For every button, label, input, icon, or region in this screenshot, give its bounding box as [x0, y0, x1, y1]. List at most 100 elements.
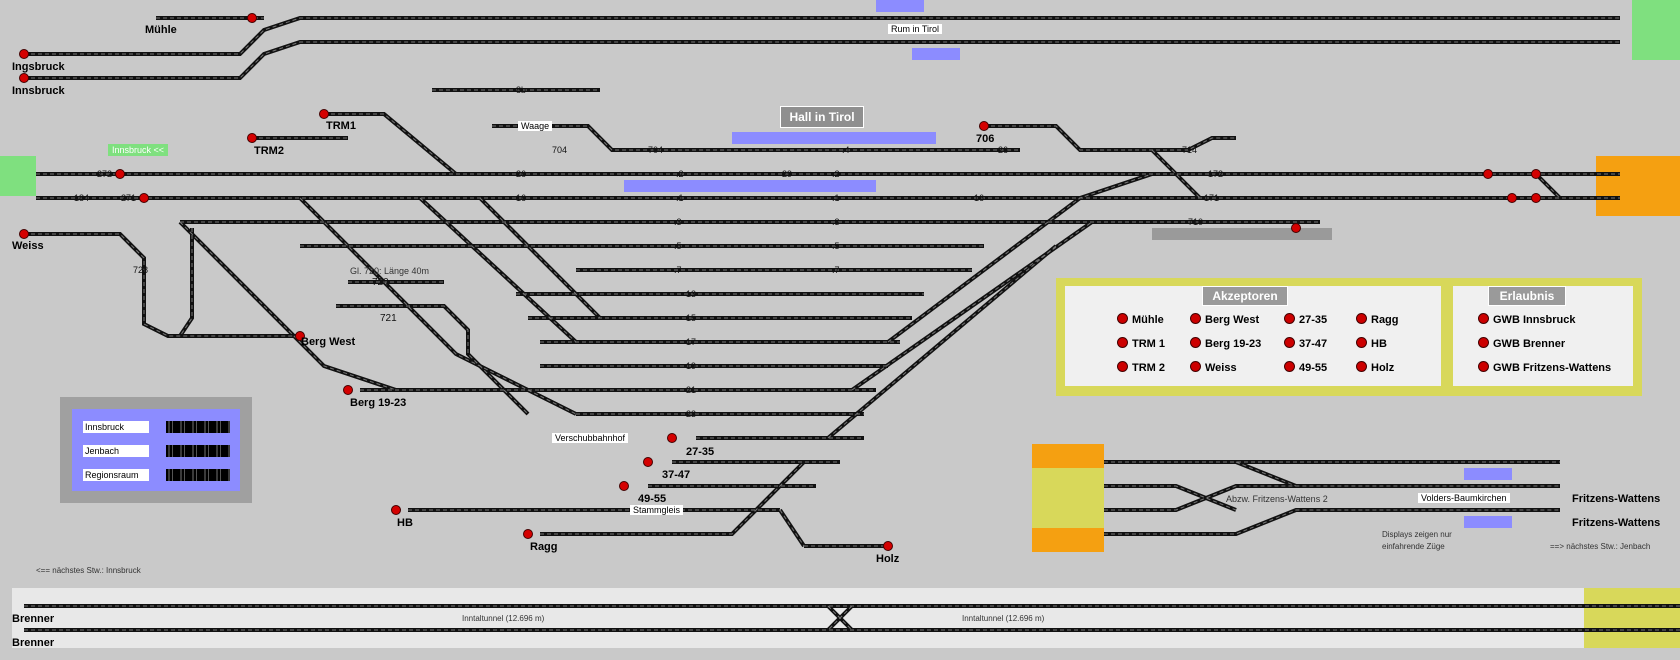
signal-icon[interactable] [295, 331, 305, 341]
signal-dot-icon [1478, 337, 1489, 348]
signal-icon[interactable] [1531, 169, 1541, 179]
signal-icon[interactable] [667, 433, 677, 443]
track-721 [336, 305, 529, 415]
track-728 [24, 232, 300, 338]
track-4: .4 [842, 145, 850, 155]
akzeptor-button[interactable]: Holz [1356, 361, 1394, 374]
signal-icon[interactable] [247, 133, 257, 143]
signal-dot-icon [1117, 337, 1128, 348]
akzeptor-button[interactable]: 37-47 [1284, 337, 1327, 350]
signal-icon[interactable] [643, 457, 653, 467]
signal-dot-icon [1284, 313, 1295, 324]
display-label: Innsbruck [83, 421, 149, 433]
signal-dot-icon [1356, 337, 1367, 348]
station-trm2[interactable]: TRM2 [254, 145, 284, 157]
signal-icon[interactable] [247, 13, 257, 23]
signal-icon[interactable] [319, 109, 329, 119]
signal-icon[interactable] [19, 49, 29, 59]
signal-icon[interactable] [523, 529, 533, 539]
signal-dot-icon [1190, 313, 1201, 324]
signal-icon[interactable] [1507, 193, 1517, 203]
track-ladder-8 [1151, 149, 1201, 199]
akzeptor-button[interactable]: 27-35 [1284, 313, 1327, 326]
track-2: .2 [676, 169, 684, 179]
station-innsbruck[interactable]: Innsbruck [12, 85, 65, 97]
note-tunnel-2: Inntaltunnel (12.696 m) [962, 614, 1045, 623]
station-brenner-1[interactable]: Brenner [12, 613, 55, 625]
station-brenner-2[interactable]: Brenner [12, 637, 55, 649]
signal-icon[interactable] [1483, 169, 1493, 179]
track-272: 272 [97, 169, 113, 179]
station-weiss[interactable]: Weiss [12, 240, 44, 252]
track-5: .5 [674, 241, 682, 251]
signal-icon[interactable] [343, 385, 353, 395]
akzeptoren-title: Akzeptoren [1202, 286, 1288, 306]
display-label: Regionsraum [83, 469, 149, 481]
akzeptor-button[interactable]: HB [1356, 337, 1387, 350]
signal-dot-icon [1190, 361, 1201, 372]
akzeptor-label: 27-35 [1299, 314, 1328, 326]
signal-icon[interactable] [619, 481, 629, 491]
signal-dot-icon [1284, 337, 1295, 348]
station-27-35[interactable]: 27-35 [686, 446, 715, 458]
signal-icon[interactable] [19, 73, 29, 83]
akzeptor-label: Ragg [1371, 314, 1399, 326]
signal-icon[interactable] [883, 541, 893, 551]
signal-icon[interactable] [1531, 193, 1541, 203]
signal-icon[interactable] [1291, 223, 1301, 233]
signal-icon[interactable] [391, 505, 401, 515]
signal-icon[interactable] [19, 229, 29, 239]
innsbruck-direction-label: Innsbruck << [108, 144, 169, 156]
station-hb[interactable]: HB [397, 517, 413, 529]
signal-icon[interactable] [979, 121, 989, 131]
track-muehle-2 [24, 41, 1620, 79]
track-1-right: .1 [832, 193, 840, 203]
akzeptor-button[interactable]: 49-55 [1284, 361, 1327, 374]
track-728 [24, 233, 300, 337]
track-ladder-5 [887, 173, 1153, 343]
track-fritzens-2 [1104, 484, 1237, 512]
akzeptor-button[interactable]: Berg 19-23 [1190, 337, 1261, 350]
track-8b: 8b [516, 85, 527, 95]
station-ingsbruck[interactable]: Ingsbruck [12, 61, 65, 73]
signal-icon[interactable] [139, 193, 149, 203]
track-ladder-9 [1535, 173, 1561, 199]
track-704a: 704 [552, 145, 568, 155]
track-171: 171 [1204, 193, 1220, 203]
akzeptor-button[interactable]: TRM 1 [1117, 337, 1165, 350]
track-ladder-4 [479, 197, 601, 319]
erlaubnis-label: GWB Innsbruck [1493, 314, 1576, 326]
station-holz[interactable]: Holz [876, 553, 900, 565]
track-706-label: 706 [976, 133, 995, 145]
station-fritzens-2[interactable]: Fritzens-Wattens [1572, 517, 1661, 529]
platform-hall-1 [732, 132, 936, 144]
erlaubnis-button[interactable]: GWB Innsbruck [1478, 313, 1576, 326]
track-714: 714 [1182, 145, 1198, 155]
station-37-47[interactable]: 37-47 [662, 469, 691, 481]
akzeptor-label: TRM 2 [1132, 362, 1165, 374]
akzeptor-button[interactable]: TRM 2 [1117, 361, 1165, 374]
platform-volders-2 [1464, 516, 1512, 528]
station-49-55[interactable]: 49-55 [638, 493, 667, 505]
akzeptor-button[interactable]: Mühle [1117, 313, 1164, 326]
track-721: 721 [380, 313, 397, 324]
akzeptor-label: TRM 1 [1132, 338, 1165, 350]
platform-rum-2 [912, 48, 960, 60]
track-184: 184 [74, 193, 90, 203]
zone-mühle-east [1632, 0, 1680, 60]
akzeptor-button[interactable]: Ragg [1356, 313, 1399, 326]
erlaubnis-button[interactable]: GWB Fritzens-Wattens [1478, 361, 1611, 374]
station-ragg[interactable]: Ragg [530, 541, 558, 553]
station-muehle[interactable]: Mühle [145, 24, 177, 36]
station-volders: Volders-Baumkirchen [1418, 493, 1510, 503]
akzeptor-button[interactable]: Weiss [1190, 361, 1237, 374]
akzeptor-button[interactable]: Berg West [1190, 313, 1259, 326]
station-berg-19-23[interactable]: Berg 19-23 [350, 397, 407, 409]
station-trm1[interactable]: TRM1 [326, 120, 356, 132]
station-berg-west[interactable]: Berg West [301, 336, 356, 348]
signal-icon[interactable] [115, 169, 125, 179]
erlaubnis-button[interactable]: GWB Brenner [1478, 337, 1565, 350]
track-fritzens-link [1235, 461, 1297, 487]
station-fritzens-1[interactable]: Fritzens-Wattens [1572, 493, 1661, 505]
